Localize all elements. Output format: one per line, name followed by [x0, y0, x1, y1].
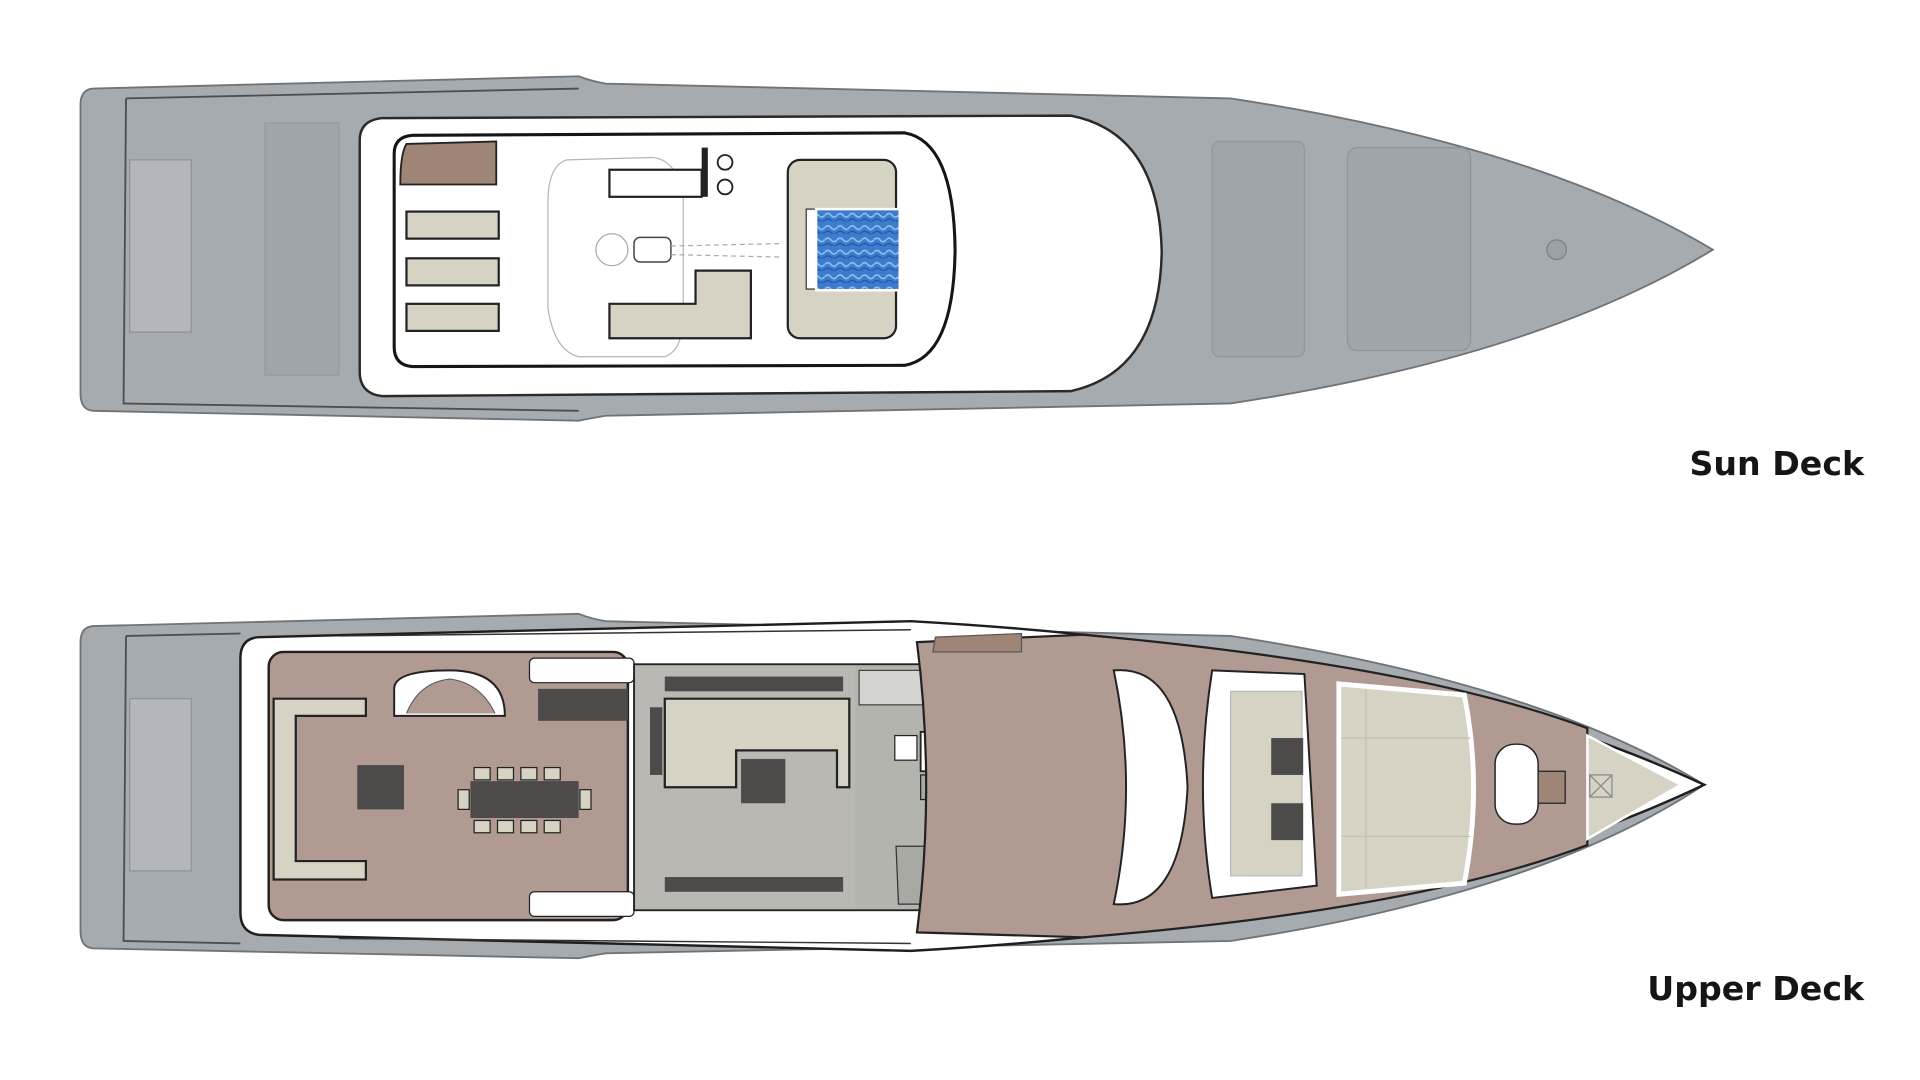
bow-sunpad-grid	[1341, 688, 1471, 889]
aft-sofa	[272, 697, 367, 881]
upper-deck-plan: Upper Deck	[79, 612, 1865, 1008]
l-sofa	[608, 269, 752, 340]
helm-runway	[670, 242, 782, 258]
fore-hatch	[1346, 146, 1472, 352]
skylounge-sofa	[663, 697, 851, 789]
bar-back	[701, 147, 708, 197]
skylounge-cabinet	[650, 707, 663, 775]
side-corridor	[528, 657, 635, 684]
bow-fitting	[1546, 239, 1568, 261]
bow-triangle	[1586, 733, 1684, 842]
anchor-locker	[1537, 770, 1566, 804]
pool-water	[814, 207, 901, 292]
bow-hatch-cross	[1589, 774, 1613, 798]
forward-side-table	[1271, 738, 1304, 775]
upper-deck-walkway	[338, 629, 911, 945]
stern-panel	[129, 159, 192, 333]
fore-hatch-2	[1211, 140, 1306, 358]
fore-deck-stairs	[932, 632, 1023, 653]
windlass-cover	[1494, 743, 1539, 825]
forward-sunpad	[1230, 690, 1303, 877]
side-corridor	[528, 891, 635, 918]
sun-deck-stern-outline	[122, 87, 579, 412]
sun-deck-plan: Sun Deck	[79, 75, 1866, 483]
stern-panel	[129, 698, 192, 872]
forward-side-table	[1271, 803, 1304, 841]
bar-stool	[716, 178, 734, 196]
skylounge-dark-strip	[664, 676, 844, 692]
dining-set	[457, 766, 592, 834]
aft-bar	[538, 688, 628, 721]
bow-hatch	[1589, 774, 1613, 798]
pool-edge	[805, 208, 817, 290]
bow-sunpad	[1336, 681, 1477, 897]
sun-loungers	[405, 210, 500, 332]
upper-deck-stern-outline	[122, 632, 241, 945]
bar-stool	[716, 154, 734, 171]
sun-deck-label: Sun Deck	[1690, 444, 1866, 483]
bar-counter	[608, 168, 703, 198]
skylounge-dark-strip	[664, 877, 844, 892]
skylounge-coffee-table	[741, 758, 786, 804]
stairs-steps	[406, 678, 496, 714]
helm-console	[633, 236, 672, 263]
helm-seat	[595, 233, 629, 267]
aft-hatch	[264, 122, 340, 376]
aft-coffee-table	[357, 765, 405, 810]
windscreen	[1112, 669, 1189, 906]
sun-deck-stairs	[399, 140, 498, 186]
upper-deck-label: Upper Deck	[1647, 969, 1865, 1008]
